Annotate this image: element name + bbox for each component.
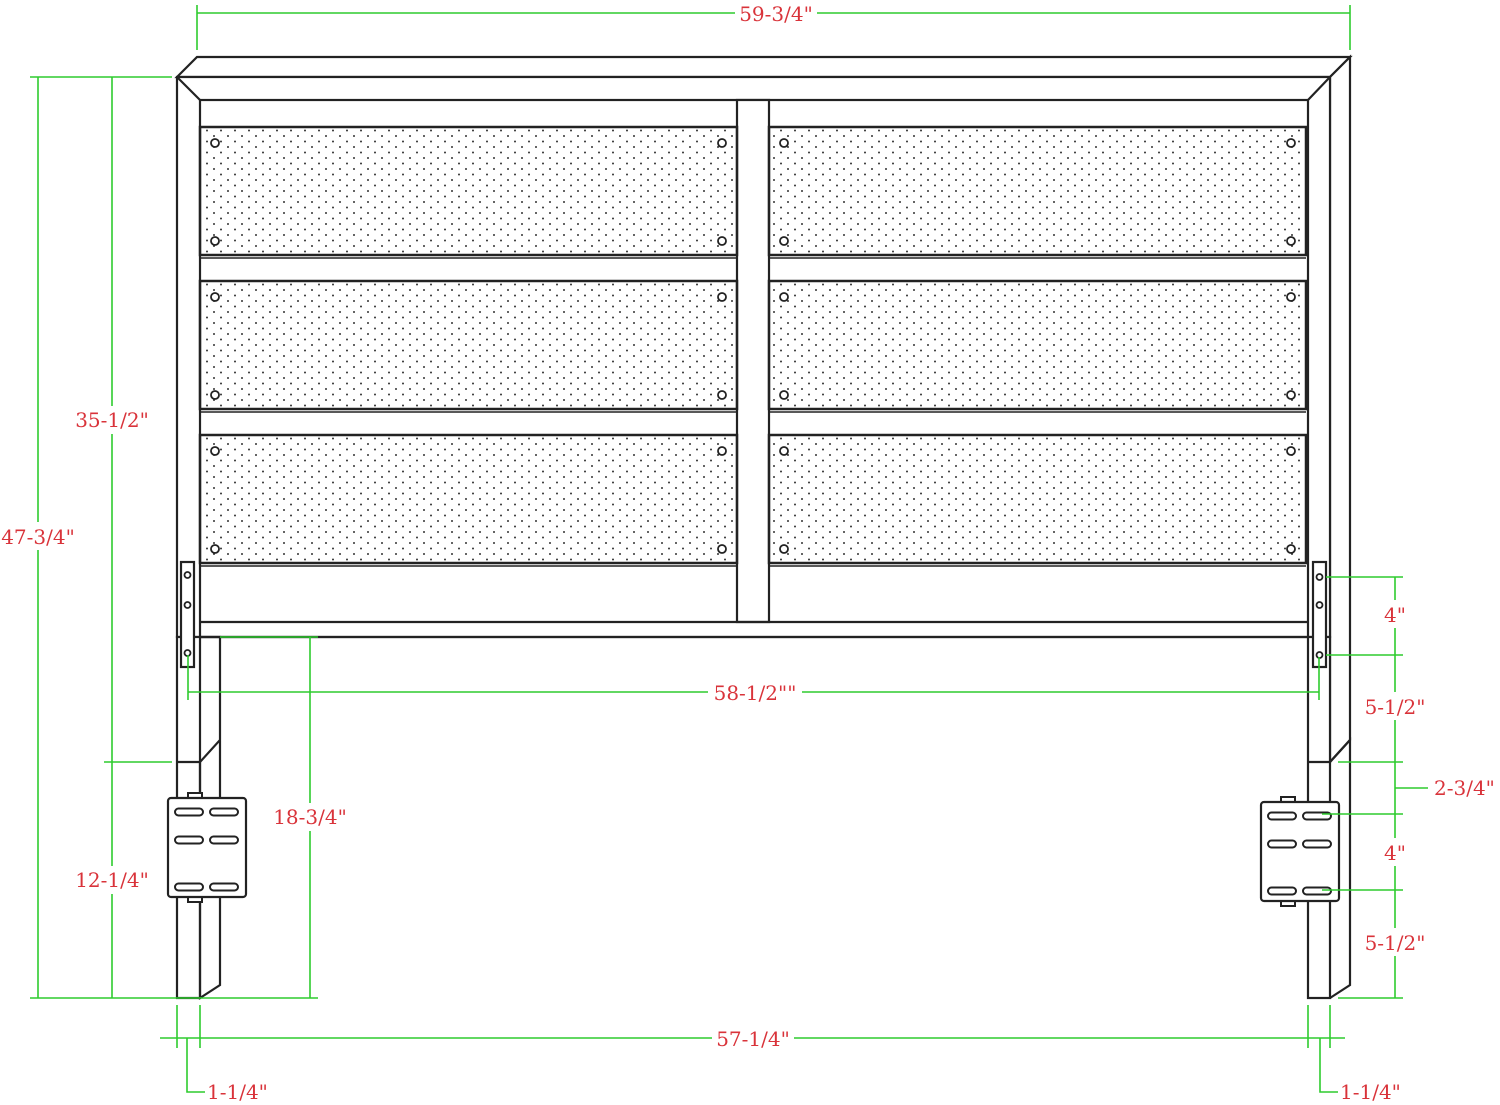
label-panel-height: 35-1/2" [75,408,149,432]
screw-hole-icon [779,544,789,554]
screw-hole-icon [779,292,789,302]
frame-right-side [1328,54,1352,765]
panels [198,125,1308,567]
label-plate-hole-spacing: 4" [1384,603,1406,627]
label-leg-width-left: 1-1/4" [207,1080,268,1104]
left-bed-rail-bracket [166,792,248,903]
upholstered-panel [767,279,1308,413]
label-plate-to-leg: 5-1/2" [1365,695,1426,719]
label-leg-height: 12-1/4" [75,868,149,892]
label-overall-height: 47-3/4" [1,525,75,549]
screw-hole-icon [210,236,220,246]
upholstered-panel [198,433,739,567]
right-mounting-plate [1311,560,1328,669]
screw-hole-icon [210,390,220,400]
label-bracket-to-floor: 5-1/2" [1365,931,1426,955]
screw-hole-icon [1286,446,1296,456]
left-mounting-plate [179,560,196,669]
screw-hole-icon [1286,138,1296,148]
label-leg-width-right: 1-1/4" [1340,1080,1401,1104]
screw-hole-icon [210,138,220,148]
screw-hole-icon [210,544,220,554]
right-bed-rail-bracket [1259,796,1341,907]
label-floor-to-rail: 18-3/4" [273,805,347,829]
screw-hole-icon [210,292,220,302]
screw-hole-icon [717,544,727,554]
upholstered-panel [767,125,1308,259]
screw-hole-icon [779,236,789,246]
label-bracket-offset: 2-3/4" [1434,776,1495,800]
upholstered-panel [767,433,1308,567]
screw-hole-icon [717,236,727,246]
screw-hole-icon [1286,292,1296,302]
frame-top-bevel [174,55,1353,79]
screw-hole-icon [1286,236,1296,246]
center-mullion [735,98,771,624]
screw-hole-icon [717,390,727,400]
screw-hole-icon [717,446,727,456]
upholstered-panel [198,279,739,413]
screw-hole-icon [717,292,727,302]
screw-hole-icon [1286,390,1296,400]
label-leg-span: 57-1/4" [716,1027,790,1051]
screw-hole-icon [779,390,789,400]
label-plate-span: 58-1/2"" [714,681,797,705]
label-bracket-hole-spacing: 4" [1384,841,1406,865]
upholstered-panel [198,125,739,259]
label-overall-width: 59-3/4" [739,2,813,26]
screw-hole-icon [1286,544,1296,554]
screw-hole-icon [779,138,789,148]
screw-hole-icon [210,446,220,456]
screw-hole-icon [717,138,727,148]
screw-hole-icon [779,446,789,456]
